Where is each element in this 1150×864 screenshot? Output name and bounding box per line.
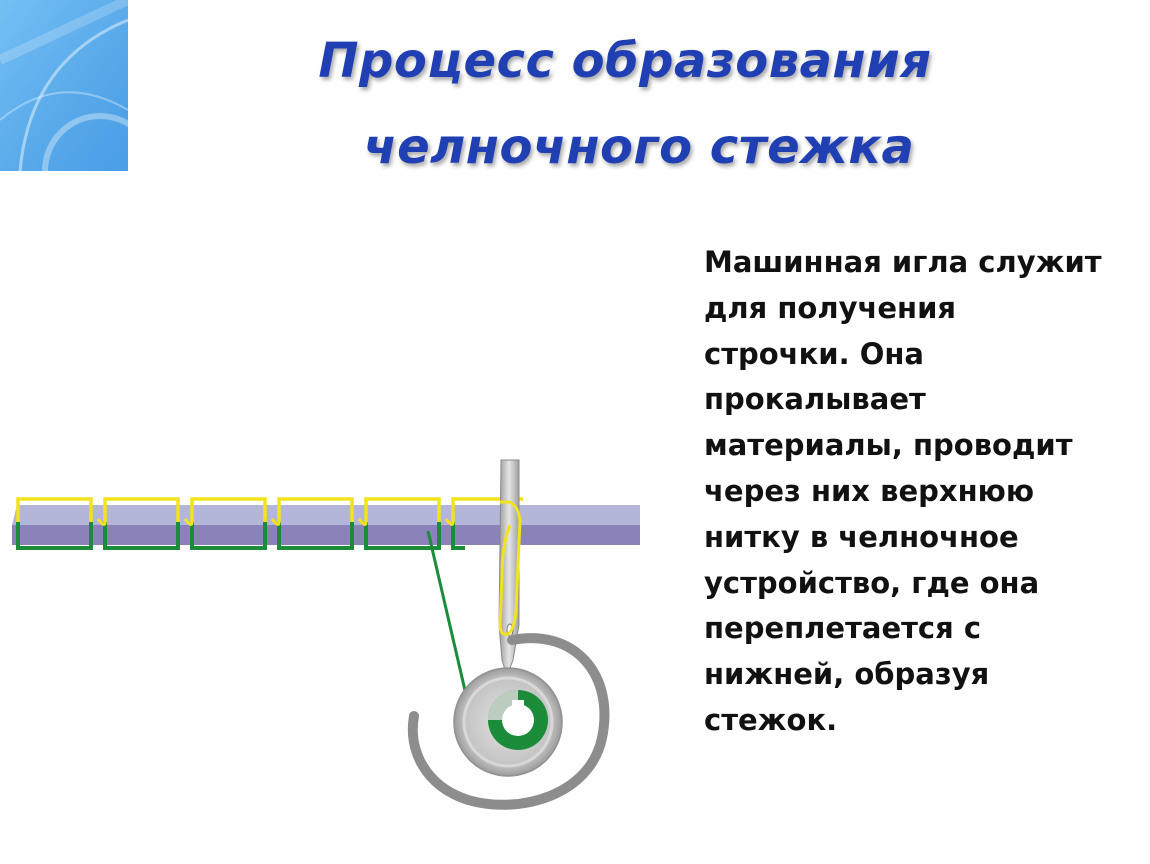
bobbin-center-hole: [502, 704, 534, 736]
thread-interlock: [270, 518, 281, 526]
title-line-2: челночного стежка: [363, 119, 915, 175]
lower-thread-stitch: [16, 522, 93, 550]
lower-thread-stitch: [103, 522, 180, 550]
thread-interlock: [357, 518, 368, 526]
description-line-4: прокалывает: [704, 382, 926, 417]
slide-title: Процесс образования челночного стежка: [200, 18, 1050, 190]
lower-thread-stitch: [190, 522, 267, 550]
upper-thread-stitch: [451, 497, 523, 522]
bobbin-thread-shade: [488, 690, 518, 720]
thread-interlock: [96, 518, 107, 526]
description-line-9: переплетается с: [704, 611, 982, 646]
bobbin-center-notch: [512, 700, 524, 709]
description-line-10: нижней, образуя: [704, 657, 990, 692]
lower-thread-stitch: [277, 522, 354, 550]
description-line-5: материалы, проводит: [704, 428, 1073, 463]
description-line-3: строчки. Она: [704, 336, 924, 371]
description-line-2: для получения: [704, 290, 957, 325]
upper-thread-stitch: [190, 497, 267, 522]
description-line-7: нитку в челночное: [704, 519, 1019, 554]
description-line-11: стежок.: [704, 702, 838, 737]
thread-interlock: [183, 518, 194, 526]
fabric-layers: [12, 505, 640, 545]
bobbin-inner-ring: [462, 676, 554, 768]
description-line-6: через них верхнюю: [704, 473, 1035, 508]
upper-thread-stitch: [16, 497, 93, 522]
thread-interlock: [444, 518, 455, 526]
bobbin: [453, 667, 563, 777]
description-line-8: устройство, где она: [704, 565, 1040, 600]
stitch-diagram: [12, 459, 640, 810]
upper-thread-to-needle: [498, 500, 522, 636]
lower-thread-to-fabric: [426, 530, 472, 713]
stitch-row: [16, 497, 523, 550]
shuttle-hook: [407, 633, 610, 810]
upper-thread-stitch: [364, 497, 441, 522]
fabric-lower-layer: [12, 525, 640, 545]
fabric-upper-layer: [12, 505, 640, 525]
title-line-1: Процесс образования: [318, 33, 932, 89]
description-line-1: Машинная игла служит: [704, 245, 1102, 279]
corner-decoration: [0, 0, 128, 171]
lower-thread-stitch: [451, 522, 465, 550]
description-text: Машинная игла служит для получения строч…: [704, 240, 1124, 744]
upper-thread-stitch: [277, 497, 354, 522]
lower-thread-stitch: [364, 522, 441, 550]
upper-thread-stitch: [103, 497, 180, 522]
